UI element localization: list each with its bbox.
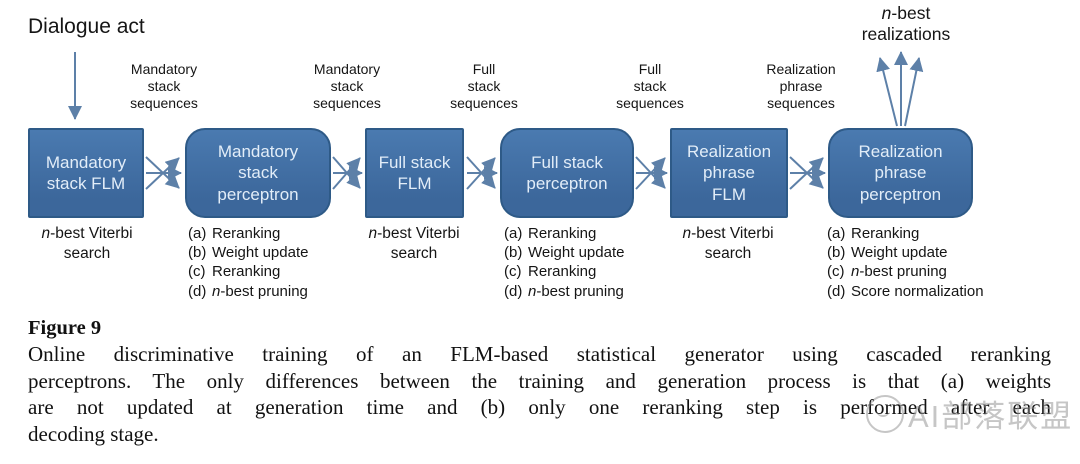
viterbi-note-1: n-best Viterbi search <box>41 225 133 262</box>
watermark-text: AI部落联盟 <box>908 399 1074 434</box>
arrows-layer <box>68 51 924 190</box>
watermark: AI部落联盟 <box>866 391 1073 436</box>
perceptron-steps-2: (a)Reranking (b)Weight update (c)Reranki… <box>504 225 625 300</box>
caption-line: perceptrons. The only differences betwee… <box>28 368 1051 393</box>
viterbi-note-2: n-best Viterbi search <box>368 225 460 262</box>
caption-line: decoding stage. <box>28 421 159 446</box>
fan-arrows-4 <box>635 156 668 190</box>
watermark-logo-icon <box>866 394 904 433</box>
output-label: n-best realizations <box>861 3 951 44</box>
viterbi-note-3: n-best Viterbi search <box>682 225 774 262</box>
fan-arrows-1 <box>145 156 182 190</box>
output-fan-arrows <box>876 51 924 127</box>
input-label: Dialogue act <box>28 15 145 38</box>
figure-number: Figure 9 <box>28 317 102 339</box>
fan-arrows-3 <box>466 156 498 190</box>
perceptron-steps-3: (a)Reranking (b)Weight update (c)n-best … <box>827 225 984 300</box>
fan-arrows-5 <box>789 156 826 190</box>
caption-line: Online discriminative training of an FLM… <box>28 342 1051 366</box>
perceptron-steps-1: (a)Reranking (b)Weight update (c)Reranki… <box>188 225 309 300</box>
fan-arrows-2 <box>332 156 363 190</box>
